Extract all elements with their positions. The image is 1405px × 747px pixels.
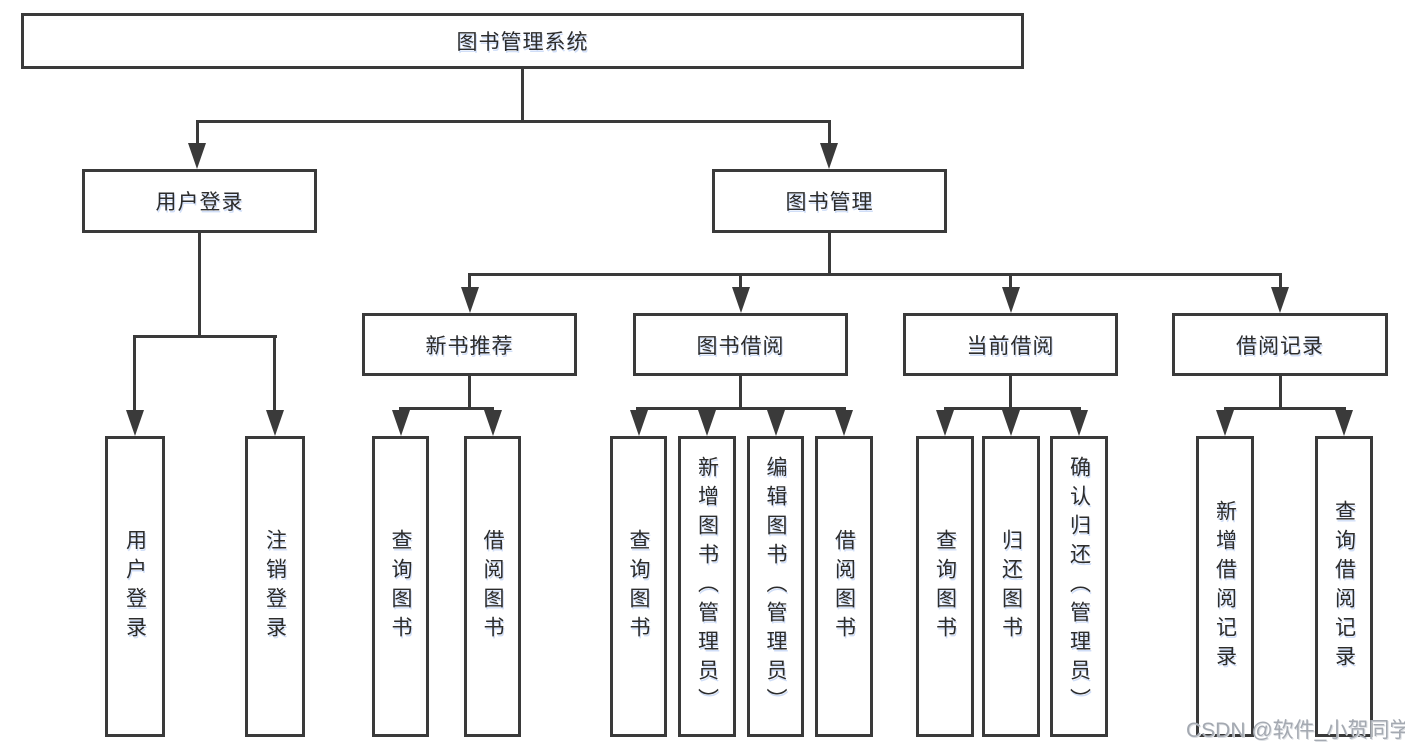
leaf-label: 用户登录 <box>123 528 147 645</box>
arrow-down-icon <box>820 143 838 169</box>
connector-drop <box>1009 273 1012 289</box>
connector-root-stem <box>521 69 524 120</box>
arrow-down-icon <box>630 410 648 436</box>
connector-branch <box>636 407 846 410</box>
node-book-borrowing: 图书借阅 <box>633 313 848 376</box>
connector-bookmgmt-stem <box>828 233 831 273</box>
node-borrowing-records: 借阅记录 <box>1172 313 1388 376</box>
connector-userlogin-branch <box>133 335 277 338</box>
node-book-management-module: 图书管理 <box>712 169 947 233</box>
connector-stem <box>1009 376 1012 407</box>
connector-stem <box>1279 376 1282 407</box>
leaf-add-books-admin: 新增图书（管理员） <box>678 436 736 737</box>
connector-drop <box>468 273 471 289</box>
connector-drop <box>133 335 136 412</box>
leaf-query-books-current: 查询图书 <box>916 436 974 737</box>
connector-drop <box>739 273 742 289</box>
arrow-down-icon <box>1002 287 1020 313</box>
leaf-query-books-recommend: 查询图书 <box>372 436 429 737</box>
leaf-label: 编辑图书（管理员） <box>764 456 787 717</box>
arrow-down-icon <box>1070 410 1088 436</box>
node-new-book-recommendation: 新书推荐 <box>362 313 577 376</box>
node-current-borrowing: 当前借阅 <box>903 313 1118 376</box>
connector-userlogin-stem <box>198 233 201 335</box>
arrow-down-icon <box>266 410 284 436</box>
arrow-down-icon <box>392 410 410 436</box>
leaf-label: 查询借阅记录 <box>1332 499 1356 674</box>
connector-root-branch <box>196 120 831 123</box>
arrow-down-icon <box>1216 410 1234 436</box>
connector-drop <box>273 335 276 412</box>
leaf-label: 归还图书 <box>999 528 1023 645</box>
leaf-logout-login: 注销登录 <box>245 436 305 737</box>
arrow-down-icon <box>1335 410 1353 436</box>
leaf-label: 确认归还（管理员） <box>1067 456 1091 717</box>
leaf-label: 注销登录 <box>263 528 287 645</box>
arrow-down-icon <box>835 410 853 436</box>
arrow-down-icon <box>698 410 716 436</box>
leaf-user-login: 用户登录 <box>105 436 165 737</box>
leaf-label: 借阅图书 <box>832 528 856 645</box>
leaf-borrow-books-recommend: 借阅图书 <box>464 436 521 737</box>
leaf-confirm-return-admin: 确认归还（管理员） <box>1050 436 1108 737</box>
leaf-label: 查询图书 <box>627 528 650 645</box>
arrow-down-icon <box>188 143 206 169</box>
leaf-label: 新增借阅记录 <box>1213 499 1237 674</box>
node-label: 新书推荐 <box>425 334 514 358</box>
leaf-edit-books-admin: 编辑图书（管理员） <box>747 436 804 737</box>
node-label: 借阅记录 <box>1236 334 1324 358</box>
connector-drop <box>1279 273 1282 289</box>
connector-branch <box>1224 407 1346 410</box>
connector-bookmgmt-branch <box>468 273 1282 276</box>
arrow-down-icon <box>484 410 502 436</box>
leaf-label: 查询图书 <box>389 528 412 645</box>
arrow-down-icon <box>732 287 750 313</box>
leaf-label: 查询图书 <box>933 528 957 645</box>
leaf-add-borrow-record: 新增借阅记录 <box>1196 436 1254 737</box>
arrow-down-icon <box>936 410 954 436</box>
arrow-down-icon <box>1002 410 1020 436</box>
node-user-login-module: 用户登录 <box>82 169 317 233</box>
connector-drop <box>196 120 199 145</box>
node-label: 图书借阅 <box>696 334 785 358</box>
arrow-down-icon <box>126 410 144 436</box>
node-library-management-system: 图书管理系统 <box>21 13 1024 69</box>
leaf-return-books: 归还图书 <box>982 436 1040 737</box>
leaf-borrow-books-borrowing: 借阅图书 <box>815 436 873 737</box>
connector-stem <box>468 376 471 407</box>
connector-branch <box>944 407 1081 410</box>
node-label: 当前借阅 <box>966 334 1055 358</box>
node-label: 图书管理 <box>785 191 874 214</box>
leaf-label: 新增图书（管理员） <box>695 456 719 717</box>
node-label: 用户登录 <box>155 191 244 214</box>
arrow-down-icon <box>461 287 479 313</box>
leaf-query-books-borrowing: 查询图书 <box>610 436 667 737</box>
connector-drop <box>828 120 831 145</box>
leaf-query-borrow-record: 查询借阅记录 <box>1315 436 1373 737</box>
leaf-label: 借阅图书 <box>481 528 504 645</box>
csdn-watermark: CSDN @软件_小贺同学 <box>1186 719 1405 742</box>
arrow-down-icon <box>1271 287 1289 313</box>
connector-stem <box>739 376 742 407</box>
node-label: 图书管理系统 <box>456 31 589 54</box>
connector-branch <box>399 407 494 410</box>
arrow-down-icon <box>767 410 785 436</box>
